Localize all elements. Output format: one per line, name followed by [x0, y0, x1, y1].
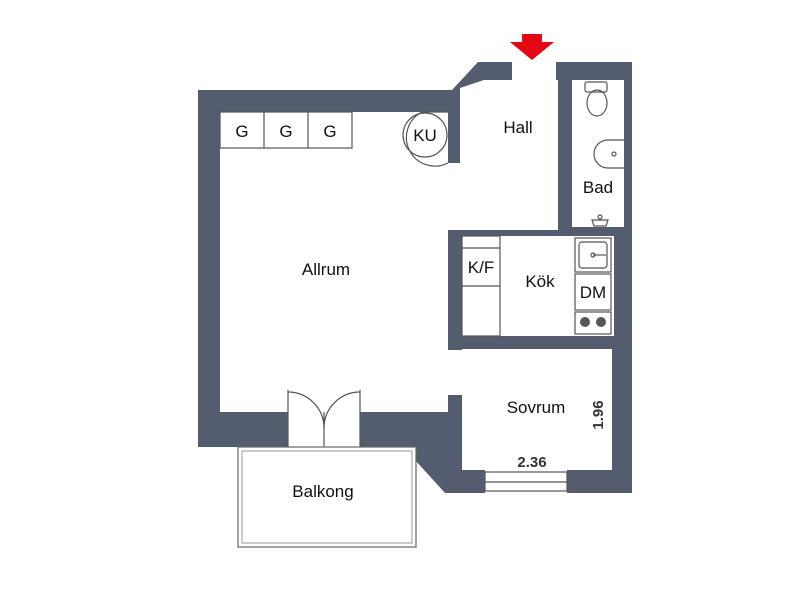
bad-floor — [572, 80, 624, 227]
room-allrum: Allrum — [302, 260, 350, 279]
wardrobe-2-label: G — [279, 122, 292, 141]
sovrum-wall-top — [448, 336, 614, 349]
fridge-freezer — [461, 235, 501, 337]
room-balkong: Balkong — [292, 482, 353, 501]
entrance-arrow-icon — [510, 34, 554, 60]
washbasin-icon — [593, 139, 624, 169]
kitchen-sink-icon — [574, 237, 612, 273]
balcony-door — [287, 390, 361, 447]
kok-bad-divider — [558, 227, 632, 236]
shower-icon — [591, 214, 609, 227]
kok-wall-left — [448, 236, 462, 350]
ku-storage — [405, 111, 449, 167]
entrance-opening — [512, 62, 556, 82]
allrum-floor — [220, 80, 558, 412]
bad-wall-right — [624, 62, 632, 236]
wardrobe-1-label: G — [235, 122, 248, 141]
balkong-railing — [241, 450, 413, 544]
sovrum-width-dimension: 2.36 — [517, 454, 546, 471]
fridge-freezer-label: K/F — [468, 258, 494, 277]
room-bad: Bad — [583, 178, 613, 197]
sovrum-window-frame — [484, 471, 568, 492]
sovrum-wall-left — [448, 395, 462, 447]
sovrum-wall-right — [612, 336, 632, 493]
bad-wall-left — [558, 80, 572, 120]
toilet-icon — [584, 81, 608, 117]
ku-label: KU — [413, 126, 437, 145]
room-sovrum: Sovrum — [507, 398, 566, 417]
wardrobe-row — [219, 111, 353, 149]
sovrum-depth-dimension: 1.96 — [590, 400, 607, 429]
dishwasher — [574, 273, 612, 311]
wardrobe-3-label: G — [323, 122, 336, 141]
stove-icon — [574, 311, 612, 335]
ku-storage-outline — [402, 112, 448, 158]
sovrum-floor — [462, 349, 612, 470]
balkong-area — [237, 446, 417, 548]
room-hall: Hall — [503, 118, 532, 137]
dishwasher-label: DM — [580, 283, 606, 302]
bad-wall-left-lower — [558, 172, 572, 236]
room-kok: Kök — [525, 272, 555, 291]
